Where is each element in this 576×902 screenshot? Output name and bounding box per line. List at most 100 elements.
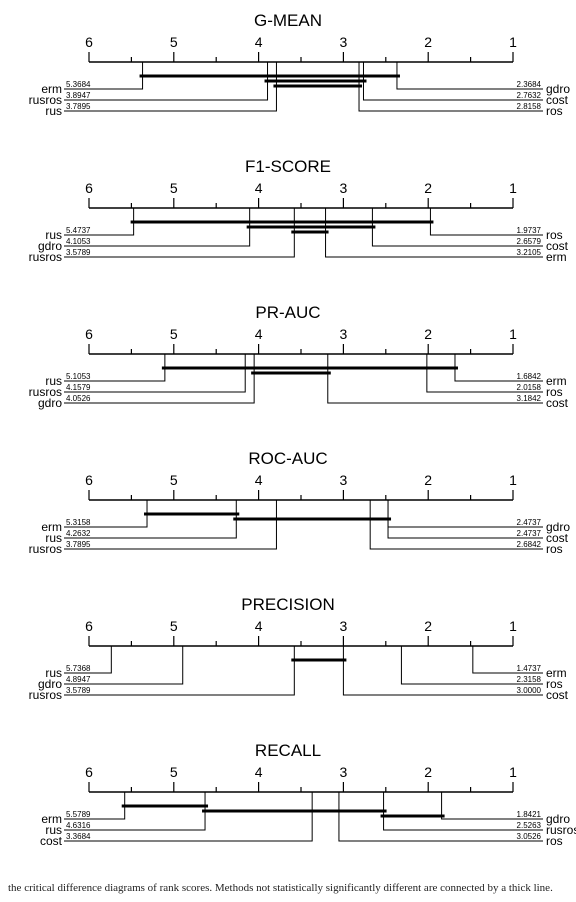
axis-tick-label: 2 bbox=[424, 326, 432, 342]
method-line-right bbox=[429, 208, 543, 236]
method-name-left: erm bbox=[41, 812, 62, 826]
method-line-left bbox=[64, 208, 251, 247]
method-line-left bbox=[64, 792, 313, 842]
method-rank-right: 1.9737 bbox=[517, 226, 542, 235]
method-rank-left: 5.1053 bbox=[66, 372, 91, 381]
method-name-right: gdro bbox=[546, 82, 570, 96]
method-rank-right: 2.4737 bbox=[517, 518, 542, 527]
method-name-left: rus bbox=[45, 823, 62, 837]
method-line-left bbox=[64, 792, 126, 820]
method-rank-right: 3.2105 bbox=[517, 248, 542, 257]
axis-tick-label: 2 bbox=[424, 764, 432, 780]
method-name-left: rus bbox=[45, 666, 62, 680]
method-name-left: gdro bbox=[38, 677, 62, 691]
method-rank-right: 2.3684 bbox=[517, 80, 542, 89]
method-line-left bbox=[64, 500, 148, 528]
axis-tick-label: 1 bbox=[509, 472, 517, 488]
axis-tick-label: 3 bbox=[340, 326, 348, 342]
method-rank-left: 3.8947 bbox=[66, 91, 91, 100]
method-name-left: erm bbox=[41, 82, 62, 96]
axis-tick-label: 3 bbox=[340, 180, 348, 196]
axis-tick-label: 2 bbox=[424, 472, 432, 488]
axis-tick-label: 5 bbox=[170, 618, 178, 634]
method-rank-right: 2.6579 bbox=[517, 237, 542, 246]
method-name-left: rusros bbox=[29, 250, 62, 264]
method-rank-left: 3.5789 bbox=[66, 248, 91, 257]
method-line-left bbox=[64, 646, 112, 674]
method-name-left: gdro bbox=[38, 396, 62, 410]
method-rank-right: 1.8421 bbox=[517, 810, 542, 819]
method-rank-right: 3.0526 bbox=[517, 832, 542, 841]
axis-tick-label: 2 bbox=[424, 618, 432, 634]
method-name-right: ros bbox=[546, 834, 563, 848]
method-name-left: rusros bbox=[29, 542, 62, 556]
method-name-left: rusros bbox=[29, 688, 62, 702]
method-line-right bbox=[387, 500, 543, 539]
method-rank-right: 3.0000 bbox=[517, 686, 542, 695]
method-name-right: erm bbox=[546, 666, 567, 680]
method-rank-left: 4.6316 bbox=[66, 821, 91, 830]
method-rank-left: 4.2632 bbox=[66, 529, 91, 538]
method-line-left bbox=[64, 354, 246, 393]
method-line-left bbox=[64, 500, 277, 550]
method-line-left bbox=[64, 62, 269, 101]
method-rank-right: 2.7632 bbox=[517, 91, 542, 100]
method-name-left: gdro bbox=[38, 239, 62, 253]
axis-tick-label: 3 bbox=[340, 34, 348, 50]
axis-tick-label: 2 bbox=[424, 180, 432, 196]
method-line-right bbox=[441, 792, 543, 820]
method-name-right: rusros bbox=[546, 823, 576, 837]
axis-tick-label: 5 bbox=[170, 34, 178, 50]
axis-tick-label: 4 bbox=[255, 618, 263, 634]
method-name-right: ros bbox=[546, 677, 563, 691]
method-rank-right: 2.6842 bbox=[517, 540, 542, 549]
method-line-right bbox=[400, 646, 543, 685]
axis-tick-label: 6 bbox=[85, 472, 93, 488]
method-line-left bbox=[64, 646, 295, 696]
axis-tick-label: 3 bbox=[340, 472, 348, 488]
axis-tick-label: 6 bbox=[85, 326, 93, 342]
method-rank-left: 3.3684 bbox=[66, 832, 91, 841]
method-rank-left: 3.7895 bbox=[66, 540, 91, 549]
method-line-right bbox=[342, 646, 543, 696]
method-rank-right: 1.4737 bbox=[517, 664, 542, 673]
method-name-right: gdro bbox=[546, 812, 570, 826]
method-rank-right: 2.0158 bbox=[517, 383, 542, 392]
axis-tick-label: 6 bbox=[85, 180, 93, 196]
method-rank-left: 4.8947 bbox=[66, 675, 91, 684]
method-rank-right: 2.4737 bbox=[517, 529, 542, 538]
method-line-right bbox=[325, 208, 543, 258]
method-line-left bbox=[64, 62, 277, 112]
method-line-right bbox=[472, 646, 543, 674]
method-name-right: cost bbox=[546, 531, 569, 545]
axis-tick-label: 4 bbox=[255, 180, 263, 196]
method-name-right: gdro bbox=[546, 520, 570, 534]
panel-title: PR-AUC bbox=[255, 303, 320, 322]
method-rank-left: 5.7368 bbox=[66, 664, 91, 673]
method-name-left: rusros bbox=[29, 93, 62, 107]
axis-tick-label: 3 bbox=[340, 618, 348, 634]
axis-tick-label: 5 bbox=[170, 764, 178, 780]
method-rank-right: 2.5263 bbox=[517, 821, 542, 830]
axis-tick-label: 1 bbox=[509, 764, 517, 780]
method-rank-left: 4.0526 bbox=[66, 394, 91, 403]
method-rank-left: 5.4737 bbox=[66, 226, 91, 235]
method-line-left bbox=[64, 354, 166, 382]
axis-tick-label: 1 bbox=[509, 34, 517, 50]
method-name-right: ros bbox=[546, 385, 563, 399]
panel-title: PRECISION bbox=[241, 595, 335, 614]
panel-title: F1-SCORE bbox=[245, 157, 331, 176]
method-name-right: ros bbox=[546, 228, 563, 242]
method-line-right bbox=[327, 354, 543, 404]
method-name-left: erm bbox=[41, 520, 62, 534]
axis-tick-label: 1 bbox=[509, 326, 517, 342]
axis-tick-label: 1 bbox=[509, 180, 517, 196]
axis-tick-label: 4 bbox=[255, 472, 263, 488]
axis-tick-label: 2 bbox=[424, 34, 432, 50]
method-name-right: cost bbox=[546, 688, 569, 702]
method-line-right bbox=[369, 500, 543, 550]
panel-title: ROC-AUC bbox=[248, 449, 327, 468]
method-name-right: cost bbox=[546, 396, 569, 410]
method-name-left: rus bbox=[45, 228, 62, 242]
